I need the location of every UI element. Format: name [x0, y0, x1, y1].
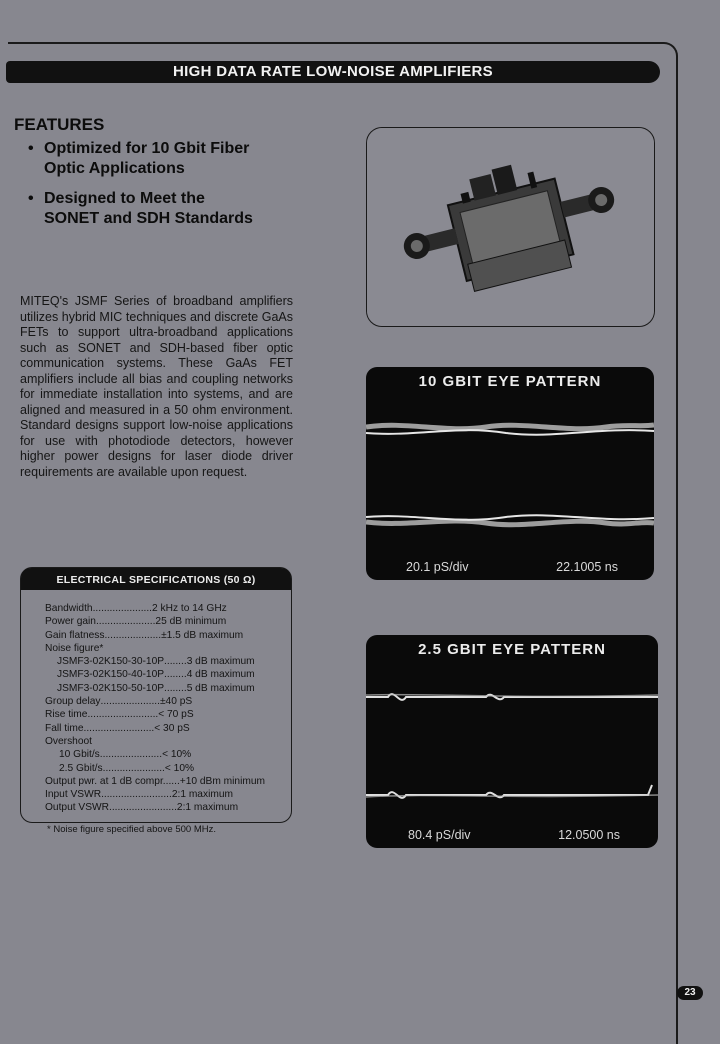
- product-description: MITEQ's JSMF Series of broadband amplifi…: [20, 294, 293, 479]
- spec-value: < 10%: [162, 749, 192, 761]
- spec-row: Rise time ......................... < 70…: [45, 708, 295, 721]
- spec-label: JSMF3-02K150-30-10P: [57, 656, 165, 668]
- eye-pattern-title: 2.5 GBIT EYE PATTERN: [418, 641, 606, 658]
- spec-leader: ........: [164, 669, 187, 681]
- spec-footnote: * Noise figure specified above 500 MHz.: [47, 824, 216, 835]
- spec-row: JSMF3-02K150-30-10P........ 3 dB maximum: [45, 655, 295, 668]
- page-title: HIGH DATA RATE LOW-NOISE AMPLIFIERS: [6, 61, 660, 83]
- bullet-icon: •: [28, 140, 34, 157]
- spec-leader: .....................: [92, 603, 153, 614]
- spec-label: Rise time: [45, 709, 88, 721]
- page-number: 23: [677, 986, 703, 1000]
- spec-value: 2:1 maximum: [171, 789, 233, 801]
- spec-label: Group delay: [45, 696, 101, 708]
- delay-label: 22.1005 ns: [556, 560, 618, 574]
- spec-label: Fall time: [45, 722, 84, 734]
- spec-row: Gain flatness .................... ±1.5 …: [45, 629, 295, 642]
- spec-label: 2.5 Gbit/s: [59, 762, 103, 774]
- spec-row: Output pwr. at 1 dB compr. ..... +10 dBm…: [45, 775, 295, 788]
- spec-value: 25 dB minimum: [155, 616, 227, 628]
- spec-row: 2.5 Gbit/s ...................... < 10%: [45, 762, 295, 775]
- spec-value: < 70 pS: [158, 709, 194, 721]
- feature-item: • Designed to Meet the SONET and SDH Sta…: [28, 189, 308, 229]
- spec-label: 10 Gbit/s: [59, 749, 100, 761]
- eye-pattern-10g: 10 GBIT EYE PATTERN 20.1 pS/div 22.1005 …: [366, 367, 654, 580]
- spec-leader: .....................: [95, 616, 156, 628]
- spec-leader: ........................: [108, 802, 177, 814]
- spec-row: Input VSWR ......................... 2:1…: [45, 788, 295, 801]
- spec-value: 4 dB maximum: [186, 669, 255, 681]
- feature-line: Optic Applications: [44, 160, 185, 177]
- spec-leader: ........: [164, 656, 187, 668]
- spec-leader: .....................: [100, 696, 160, 708]
- electrical-specifications: ELECTRICAL SPECIFICATIONS (50 Ω) Bandwid…: [20, 567, 295, 835]
- feature-item: • Optimized for 10 Gbit Fiber Optic Appl…: [28, 139, 308, 179]
- spec-row: JSMF3-02K150-50-10P........ 5 dB maximum: [45, 682, 295, 695]
- spec-value: < 30 pS: [154, 722, 190, 734]
- spec-value: 2 kHz to 14 GHz: [152, 603, 227, 614]
- eye-pattern-2g5: 2.5 GBIT EYE PATTERN 80.4 pS/div 12.0500…: [366, 635, 658, 848]
- spec-leader: .........................: [101, 789, 172, 801]
- spec-row: Output VSWR ........................ 2:1…: [45, 801, 295, 814]
- eye-pattern-title: 10 GBIT EYE PATTERN: [418, 373, 602, 390]
- timebase-label: 20.1 pS/div: [406, 560, 469, 574]
- delay-label: 12.0500 ns: [558, 828, 620, 842]
- spec-label: Input VSWR: [45, 789, 102, 801]
- spec-label: Bandwidth: [45, 603, 93, 614]
- feature-line: SONET and SDH Standards: [44, 210, 253, 227]
- spec-leader: ....................: [104, 629, 162, 641]
- spec-header: ELECTRICAL SPECIFICATIONS (50 Ω): [21, 568, 291, 590]
- spec-row: Noise figure*: [45, 642, 295, 655]
- spec-row: Power gain ..................... 25 dB m…: [45, 615, 295, 628]
- spec-row: Group delay ..................... ±40 pS: [45, 695, 295, 708]
- spec-leader: .........................: [87, 709, 159, 721]
- spec-value: ±1.5 dB maximum: [161, 629, 244, 641]
- spec-label: JSMF3-02K150-50-10P: [57, 682, 165, 694]
- spec-value: 3 dB maximum: [186, 656, 255, 668]
- feature-line: Designed to Meet the: [44, 190, 205, 207]
- spec-leader: .........................: [83, 722, 155, 734]
- feature-line: Optimized for 10 Gbit Fiber: [44, 140, 250, 157]
- spec-row: Overshoot: [45, 735, 295, 748]
- eye-trace-2g5: [366, 693, 658, 799]
- spec-label: Noise figure*: [45, 642, 104, 654]
- spec-table: Bandwidth ..................... 2 kHz to…: [45, 602, 295, 815]
- product-photo: [366, 127, 655, 327]
- spec-row: 10 Gbit/s ...................... < 10%: [45, 748, 295, 761]
- spec-row: Fall time ......................... < 30…: [45, 722, 295, 735]
- spec-value: 5 dB maximum: [186, 682, 255, 694]
- timebase-label: 80.4 pS/div: [408, 828, 471, 842]
- spec-label: Output VSWR: [45, 802, 109, 814]
- spec-label: Power gain: [45, 616, 96, 628]
- page-frame: [8, 42, 678, 1044]
- spec-label: Gain flatness: [45, 629, 105, 641]
- spec-value: ±40 pS: [159, 696, 193, 708]
- spec-label: Output pwr. at 1 dB compr.: [45, 775, 166, 787]
- spec-row: JSMF3-02K150-40-10P........ 4 dB maximum: [45, 668, 295, 681]
- spec-label: JSMF3-02K150-40-10P: [57, 669, 165, 681]
- eye-trace-10g: [366, 422, 654, 528]
- spec-value: < 10%: [164, 762, 195, 774]
- spec-value: +10 dBm minimum: [179, 775, 265, 787]
- spec-leader: ......................: [102, 762, 165, 774]
- spec-label: Overshoot: [45, 735, 92, 747]
- spec-leader: ........: [164, 682, 187, 694]
- spec-row: Bandwidth ..................... 2 kHz to…: [45, 602, 295, 615]
- spec-leader: ......................: [99, 749, 163, 761]
- amplifier-image: [367, 128, 654, 326]
- spec-leader: .....: [165, 775, 180, 787]
- bullet-icon: •: [28, 190, 34, 207]
- features-heading: FEATURES: [14, 115, 105, 134]
- spec-value: 2:1 maximum: [176, 802, 239, 814]
